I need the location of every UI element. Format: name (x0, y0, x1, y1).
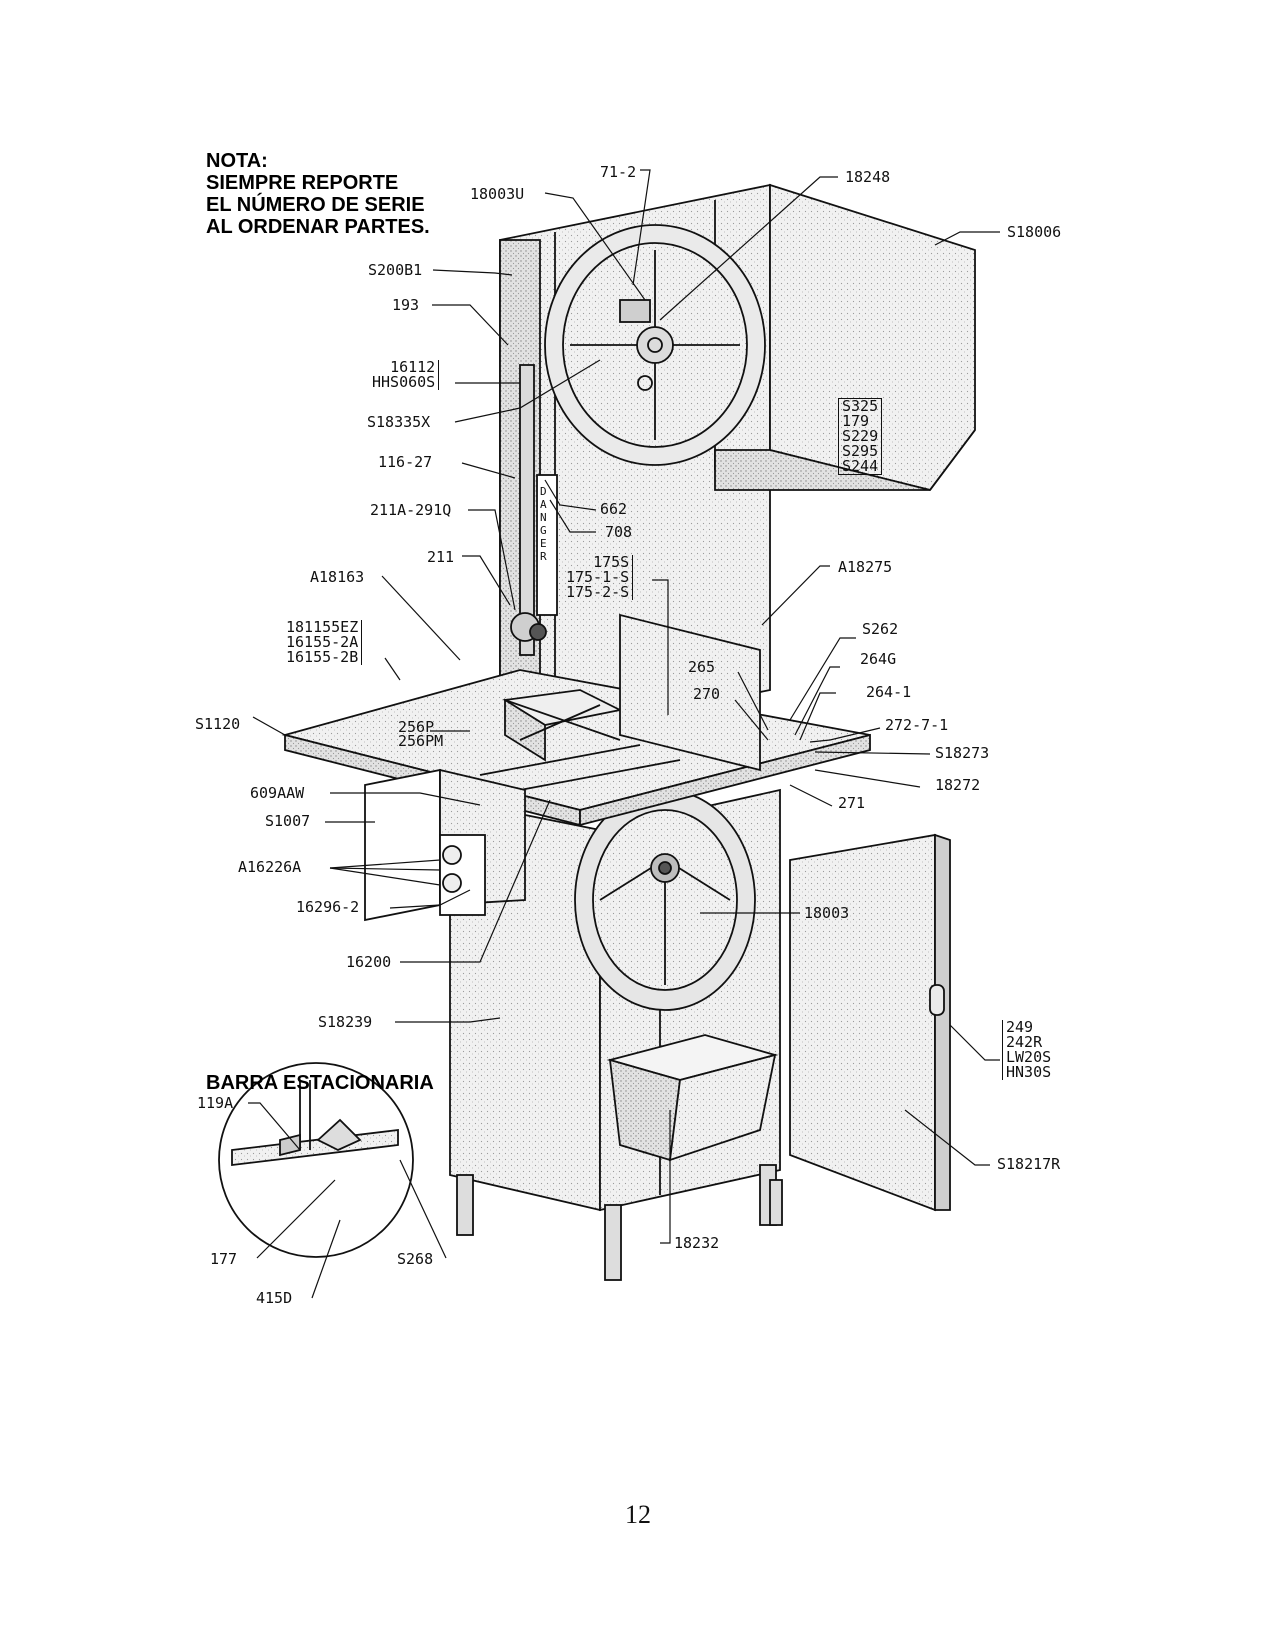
part-label: 264G (860, 650, 897, 668)
part-label: LW20S (1006, 1048, 1052, 1066)
chip-tray (606, 1034, 779, 1162)
part-label: 211 (427, 548, 455, 566)
part-label: S1120 (195, 715, 241, 733)
part-label: 16155-2A (286, 633, 359, 651)
part-label: HHS060S (372, 373, 436, 391)
part-label: S244 (842, 457, 879, 475)
part-label: 18003U (470, 185, 525, 203)
page-number: 12 (625, 1500, 651, 1529)
ordering-note: NOTA: SIEMPRE REPORTE EL NÚMERO DE SERIE… (206, 150, 430, 238)
carriage (502, 689, 679, 762)
part-label: S325 (842, 397, 879, 415)
inset-title: BARRA ESTACIONARIA (206, 1072, 434, 1094)
part-label: S268 (397, 1250, 434, 1268)
part-label: 16112 (390, 358, 436, 376)
part-label: 272-7-1 (885, 716, 949, 734)
part-label: 16155-2B (286, 648, 359, 666)
leader-lines (248, 169, 1000, 1299)
part-label: 175S (593, 553, 630, 571)
part-label: 271 (838, 794, 866, 812)
part-label: 177 (210, 1250, 238, 1268)
part-label: 662 (600, 500, 628, 518)
part-label: 119A (197, 1094, 234, 1112)
svg-text:E: E (540, 537, 547, 550)
svg-text:G: G (540, 524, 547, 537)
legs (456, 1164, 783, 1281)
part-label: S229 (842, 427, 879, 445)
part-label: A18163 (310, 568, 365, 586)
danger-sign: D A N G E R (540, 485, 547, 563)
part-label: 179 (842, 412, 870, 430)
part-label: 270 (693, 685, 721, 703)
part-label: S200B1 (368, 261, 423, 279)
part-label: 193 (392, 296, 420, 314)
svg-text:D: D (540, 485, 547, 498)
upper-wheel (544, 224, 766, 466)
part-label: S18217R (997, 1155, 1061, 1173)
part-label: HN30S (1006, 1063, 1052, 1081)
note-line-1: NOTA: (206, 150, 268, 172)
note-line-2: SIEMPRE REPORTE (206, 172, 399, 194)
part-label: 18248 (845, 168, 891, 186)
part-label: 116-27 (378, 453, 433, 471)
part-label: 242R (1006, 1033, 1043, 1051)
lower-door (789, 833, 951, 1212)
part-label: 16200 (346, 953, 392, 971)
note-line-4: AL ORDENAR PARTES. (206, 216, 430, 238)
part-label: 249 (1006, 1018, 1034, 1036)
part-label: S18239 (318, 1013, 373, 1031)
label-stack-S325: S325 179 S229 S295 S244 (838, 397, 883, 475)
part-label: 175-1-S (566, 568, 630, 586)
label-stack-16112: 16112 HHS060S (372, 358, 440, 391)
part-label: A16226A (238, 858, 302, 876)
part-label: 175-2-S (566, 583, 630, 601)
part-label: S295 (842, 442, 879, 460)
svg-text:A: A (540, 498, 547, 511)
part-label: 211A-291Q (370, 501, 452, 519)
part-label: 708 (605, 523, 633, 541)
part-label: 265 (688, 658, 716, 676)
part-label: 18003 (804, 904, 850, 922)
part-label: 16296-2 (296, 898, 360, 916)
fence (619, 613, 761, 772)
part-label: 181155EZ (286, 618, 359, 636)
part-label: S18335X (367, 413, 431, 431)
label-stack-175S: 175S 175-1-S 175-2-S (566, 553, 634, 601)
part-label: S18273 (935, 744, 990, 762)
lower-wheel (574, 789, 756, 1011)
part-label: 256PM (398, 732, 444, 750)
part-label: S18006 (1007, 223, 1062, 241)
part-label: 256P (398, 718, 435, 736)
note-line-3: EL NÚMERO DE SERIE (206, 194, 425, 216)
part-label: 415D (256, 1289, 293, 1307)
part-label: S262 (862, 620, 899, 638)
part-label: 264-1 (866, 683, 912, 701)
part-label: A18275 (838, 558, 893, 576)
svg-text:R: R (540, 550, 547, 563)
label-stack-249: 249 242R LW20S HN30S (1002, 1020, 1051, 1080)
part-label: 18272 (935, 776, 981, 794)
blade-guide (510, 364, 558, 656)
part-label: 71-2 (600, 163, 637, 181)
part-label: 609AAW (250, 784, 305, 802)
label-stack-181155EZ: 181155EZ 16155-2A 16155-2B (286, 618, 363, 666)
upper-door (714, 183, 976, 492)
svg-text:N: N (540, 511, 547, 524)
part-label: 18232 (674, 1234, 720, 1252)
part-label: S1007 (265, 812, 311, 830)
